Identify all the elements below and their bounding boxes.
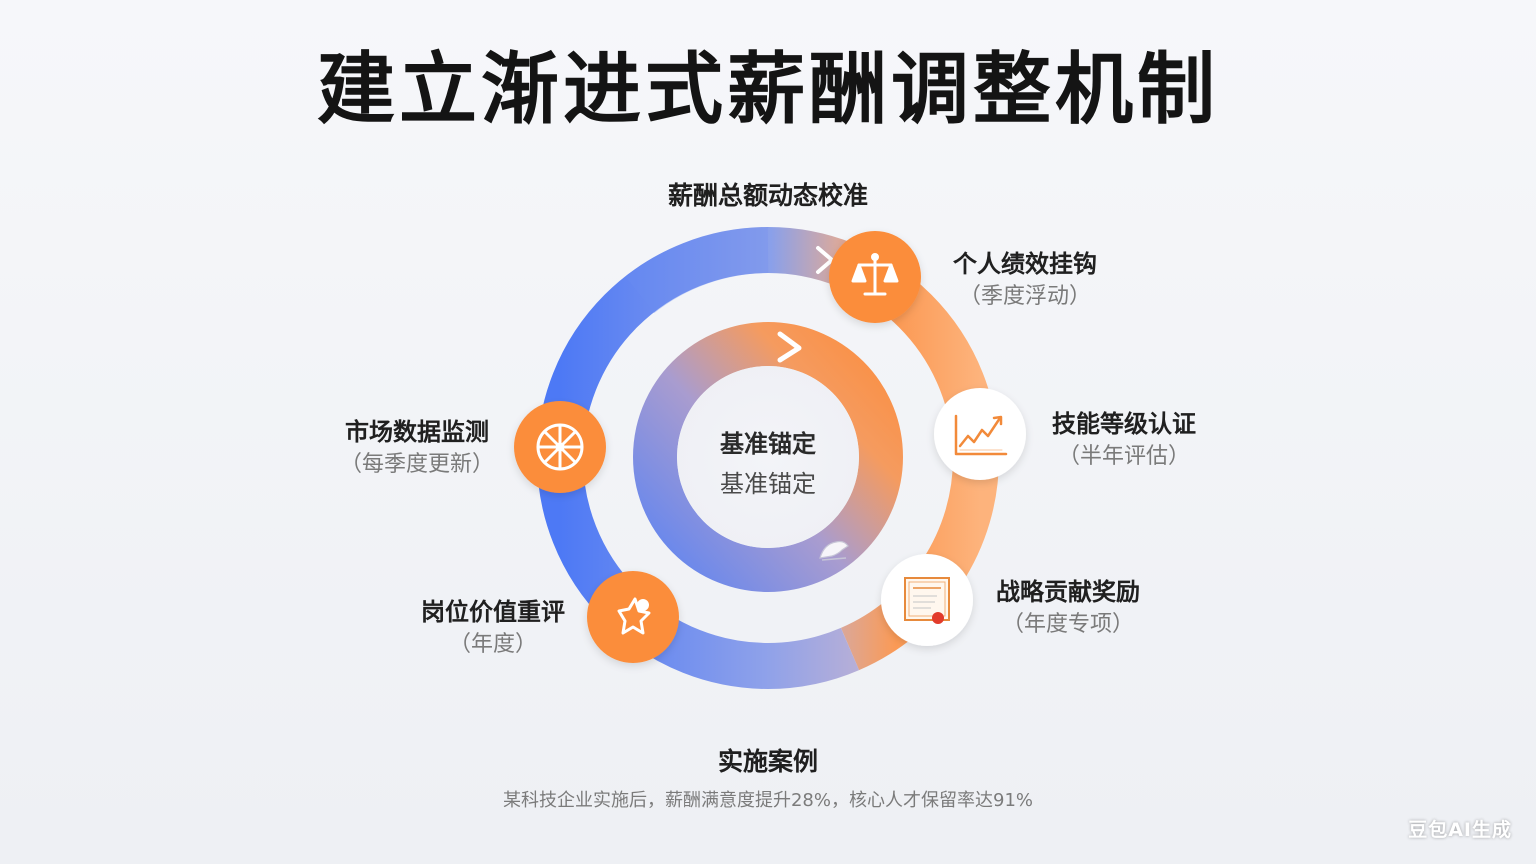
growth-chart-icon	[954, 414, 1008, 456]
label-market-sub: （每季度更新）	[339, 452, 494, 477]
label-performance-sub: （季度浮动）	[958, 284, 1091, 309]
center-label-line2: 基准锚定	[720, 470, 816, 498]
outer-ring-arc-left	[536, 227, 860, 690]
label-skills-sub: （半年评估）	[1057, 444, 1190, 469]
inner-arrow-chevron	[777, 331, 802, 363]
label-performance-main: 个人绩效挂钩	[953, 250, 1097, 278]
inner-ring	[633, 322, 903, 592]
label-position-main: 岗位价值重评	[421, 598, 565, 626]
label-performance: 个人绩效挂钩 （季度浮动）	[925, 249, 1125, 311]
inner-hole	[677, 366, 859, 548]
label-market: 市场数据监测 （每季度更新）	[317, 417, 517, 479]
label-position: 岗位价值重评 （年度）	[393, 597, 593, 659]
hand-icon	[819, 540, 849, 561]
label-strategy-sub: （年度专项）	[1001, 612, 1134, 637]
center-label-line1: 基准锚定	[720, 430, 816, 458]
center-label: 基准锚定 基准锚定	[668, 424, 868, 504]
label-position-sub: （年度）	[448, 632, 537, 657]
outer-ring-arc-top	[625, 227, 769, 314]
top-label: 薪酬总额动态校准	[667, 181, 868, 210]
outer-arrow-chevron	[816, 246, 834, 274]
node-position	[587, 571, 679, 663]
certificate-icon	[904, 577, 950, 624]
label-strategy: 战略贡献奖励 （年度专项）	[968, 577, 1168, 639]
wheel-icon	[536, 423, 584, 471]
scale-icon	[851, 253, 899, 296]
label-market-main: 市场数据监测	[345, 418, 489, 446]
label-strategy-main: 战略贡献奖励	[996, 578, 1140, 606]
label-skills: 技能等级认证 （半年评估）	[1024, 409, 1224, 471]
case-text: 某科技企业实施后，薪酬满意度提升28%，核心人才保留率达91%	[502, 790, 1033, 811]
label-skills-main: 技能等级认证	[1052, 410, 1196, 438]
case-title: 实施案例	[717, 747, 818, 776]
star-badge-icon	[617, 597, 651, 635]
watermark: 豆包AI生成	[1408, 819, 1512, 841]
page-title: 建立渐进式薪酬调整机制	[316, 45, 1219, 135]
